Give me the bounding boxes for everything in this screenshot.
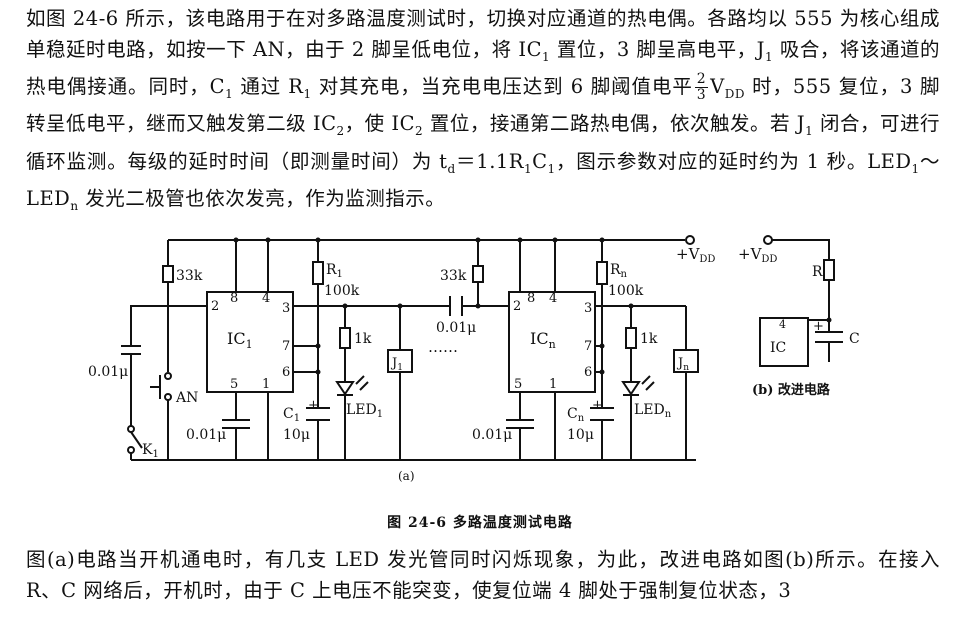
label-ic1-pin5-cap: 0.01μ	[186, 427, 226, 443]
ic1-pin3-label: 3	[282, 301, 290, 316]
label-k1: K1	[142, 442, 159, 460]
label-cn-value: 10μ	[567, 427, 594, 443]
ic1-chip	[206, 291, 294, 393]
label-b-capacitor: C	[849, 331, 860, 347]
label-coupling-cap: 0.01μ	[436, 320, 476, 336]
label-c1: C1	[283, 406, 300, 424]
icn-pin1-label: 1	[549, 377, 557, 392]
improved-circuit-b	[759, 235, 843, 367]
label-b-pin4: 4	[779, 318, 786, 331]
label-r1-value: 100k	[324, 283, 360, 299]
relay-jn	[673, 349, 699, 373]
ic1-pin4-label: 4	[262, 291, 270, 306]
ic1-pin6-label: 6	[282, 365, 290, 380]
resistor-rn	[596, 261, 608, 285]
label-icn-pin5-cap: 0.01μ	[472, 427, 512, 443]
icn-chip	[508, 291, 596, 393]
label-rn: Rn	[610, 262, 628, 280]
label-b-ic: IC	[770, 340, 786, 356]
label-ledn: LEDn	[634, 402, 672, 420]
led1-diode	[335, 381, 355, 396]
label-33k-right: 33k	[440, 268, 467, 284]
resistor-1k-left	[339, 327, 351, 349]
label-1k-left: 1k	[354, 331, 372, 347]
label-b-resistor: R	[812, 264, 823, 280]
label-jn: Jn	[676, 356, 689, 373]
label-c1-plus: +	[308, 398, 319, 413]
label-c1-value: 10μ	[283, 427, 310, 443]
icn-pin8-label: 8	[527, 291, 535, 306]
resistor-1k-right	[625, 327, 637, 349]
vdd-label-b: +VDD	[738, 245, 777, 265]
label-cn-plus: +	[592, 398, 603, 413]
ic1-pin5-capacitor	[222, 419, 250, 429]
label-1k-right: 1k	[640, 331, 658, 347]
resistor-r1	[312, 261, 324, 285]
label-r1: R1	[326, 262, 343, 280]
label-figure-a: (a)	[398, 469, 415, 483]
supply-rail	[168, 235, 695, 245]
label-cn: Cn	[567, 406, 585, 424]
resistor-33k-right	[472, 265, 484, 283]
label-b-plus: +	[813, 319, 824, 334]
ic1-pin8-label: 8	[230, 291, 238, 306]
follow-up-paragraph: 图(a)电路当开机通电时，有几支 LED 发光管同时闪烁现象，为此，改进电路如图…	[26, 548, 940, 602]
capacitor-b	[815, 331, 843, 343]
capacitor-c1	[306, 407, 330, 421]
label-input-cap: 0.01μ	[88, 364, 128, 380]
ledn-light-arrows	[641, 375, 655, 391]
ic1-pin5-label: 5	[230, 377, 238, 392]
icn-pin6-label: 6	[584, 365, 592, 380]
icn-pin3-label: 3	[584, 301, 592, 316]
led1-light-arrows	[355, 375, 369, 391]
icn-pin4-label: 4	[549, 291, 557, 306]
ledn-diode	[621, 381, 641, 396]
icn-pin5-capacitor	[506, 419, 534, 429]
coupling-capacitor	[449, 296, 463, 316]
k1-switch	[130, 431, 143, 460]
label-ic1: IC1	[227, 329, 253, 351]
label-an: AN	[175, 390, 198, 406]
capacitor-cn	[590, 407, 614, 421]
icn-pin7-label: 7	[584, 339, 592, 354]
relay-j1	[387, 349, 413, 373]
label-continuation-dots: ……	[428, 338, 458, 356]
label-33k-left: 33k	[176, 268, 203, 284]
vdd-label-a: +VDD	[676, 245, 715, 265]
input-capacitor	[121, 345, 141, 355]
label-led1: LED1	[346, 402, 383, 420]
ic1-pin7-label: 7	[282, 339, 290, 354]
label-j1: J1	[390, 356, 403, 373]
ic1-pin1-label: 1	[262, 377, 270, 392]
label-icn: ICn	[530, 329, 556, 351]
ic-b-chip	[759, 317, 809, 367]
an-button	[150, 375, 161, 399]
ic1-pin2-label: 2	[211, 299, 219, 314]
label-rn-value: 100k	[608, 283, 644, 299]
figure-caption: 图 24-6 多路温度测试电路	[387, 515, 573, 531]
icn-pin5-label: 5	[514, 377, 522, 392]
circuit-diagram: +VDD +VDD 33k 33k IC1 ICn 2 8 4 3 7 6 5 …	[88, 235, 860, 483]
icn-pin2-label: 2	[513, 299, 521, 314]
intro-paragraph: 如图 24-6 所示，该电路用于在对多路温度测试时，切换对应通道的热电偶。各路均…	[26, 7, 941, 213]
label-figure-b: (b) 改进电路	[752, 382, 831, 398]
resistor-33k-left	[162, 265, 174, 283]
resistor-b	[823, 259, 835, 281]
